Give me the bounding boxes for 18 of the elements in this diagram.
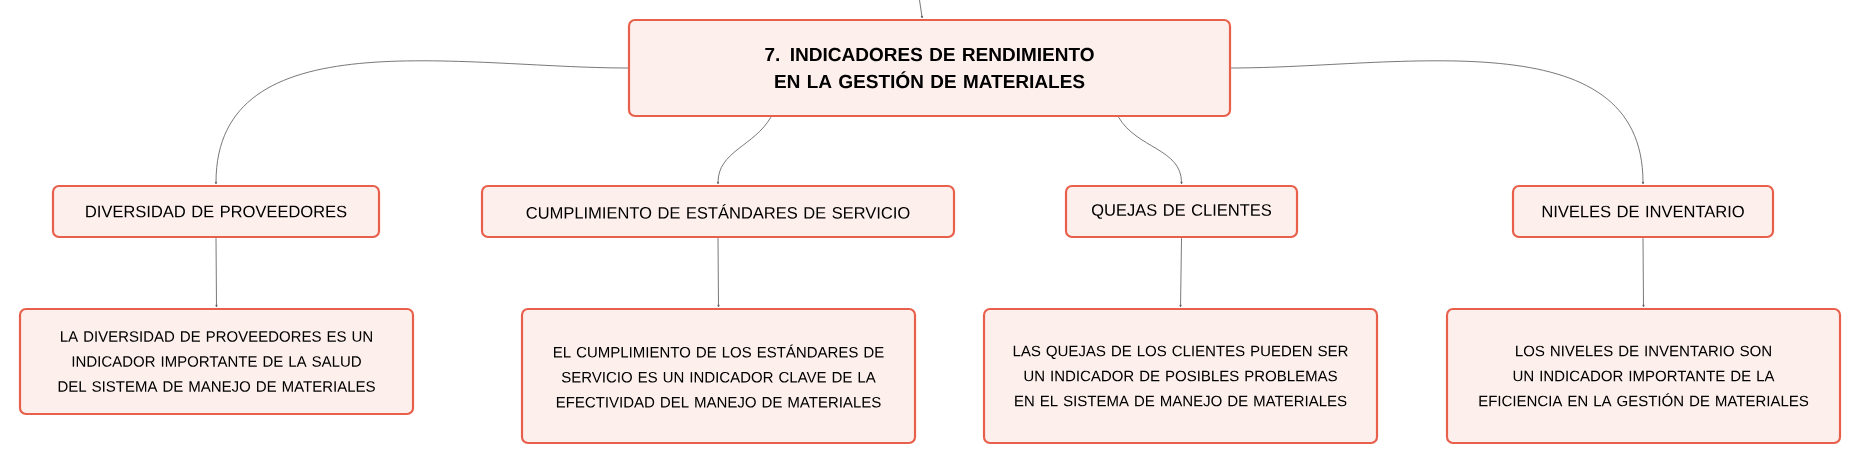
connector (716, 116, 772, 185)
description-box: LA DIVERSIDAD DE PROVEEDORES ES UN INDICADOR IMPORTANTE DE LA SALUD DEL SISTEMA DE MANEJO DE MATERIALES (18, 307, 415, 416)
topic-box: NIVELES DE INVENTARIO (1511, 184, 1775, 239)
connector (214, 60, 629, 185)
description-box: LAS QUEJAS DE LOS CLIENTES PUEDEN SER UN INDICADOR DE POSIBLES PROBLEMAS EN EL SISTEMA DE MANEJO DE MATERIALES (982, 307, 1379, 445)
connector (1642, 237, 1645, 308)
description-box: EL CUMPLIMIENTO DE LOS ESTÁNDARES DE SERVICIO ES UN INDICADOR CLAVE DE LA EFECTIVIDAD DEL MANEJO DE MATERIALES (520, 307, 917, 445)
connector (919, 0, 923, 19)
connector (215, 237, 218, 308)
connector (1118, 116, 1183, 185)
description-box: LOS NIVELES DE INVENTARIO SON UN INDICADOR IMPORTANTE DE LA EFICIENCIA EN LA GESTIÓN DE MATERIALES (1445, 307, 1842, 445)
topic-box: CUMPLIMIENTO DE ESTÁNDARES DE SERVICIO (480, 184, 956, 239)
topic-box: QUEJAS DE CLIENTES (1064, 184, 1299, 239)
connector (1230, 60, 1645, 185)
connector (1179, 237, 1182, 308)
connector (717, 237, 720, 308)
topic-box: DIVERSIDAD DE PROVEEDORES (51, 184, 381, 239)
title-box: 7. INDICADORES DE RENDIMIENTO EN LA GESTIÓN DE MATERIALES (627, 18, 1232, 118)
